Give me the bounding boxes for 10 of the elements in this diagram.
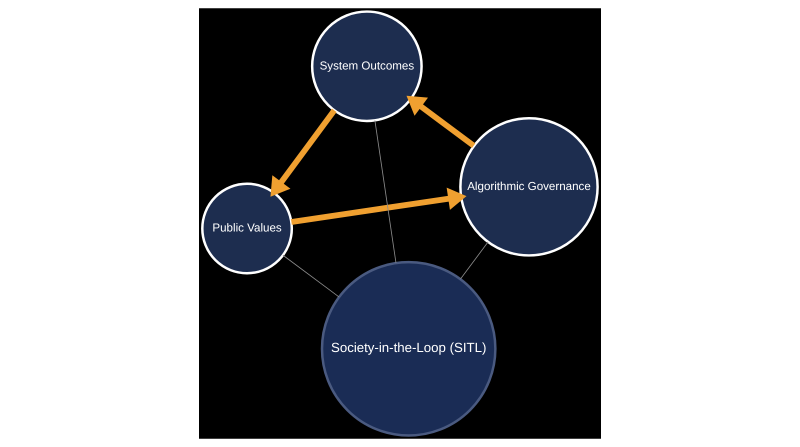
node-circle: Public Values: [201, 182, 294, 274]
connector: [374, 120, 396, 264]
node-circle: System Outcomes: [310, 10, 423, 122]
node-circle: Algorithmic Governance: [459, 116, 599, 257]
connector: [460, 242, 488, 280]
arrow: [270, 108, 337, 197]
node-circle: Society-in-the-Loop (SITL): [320, 260, 497, 437]
arrow: [291, 188, 466, 225]
arrow: [406, 96, 476, 148]
connector: [282, 254, 340, 298]
